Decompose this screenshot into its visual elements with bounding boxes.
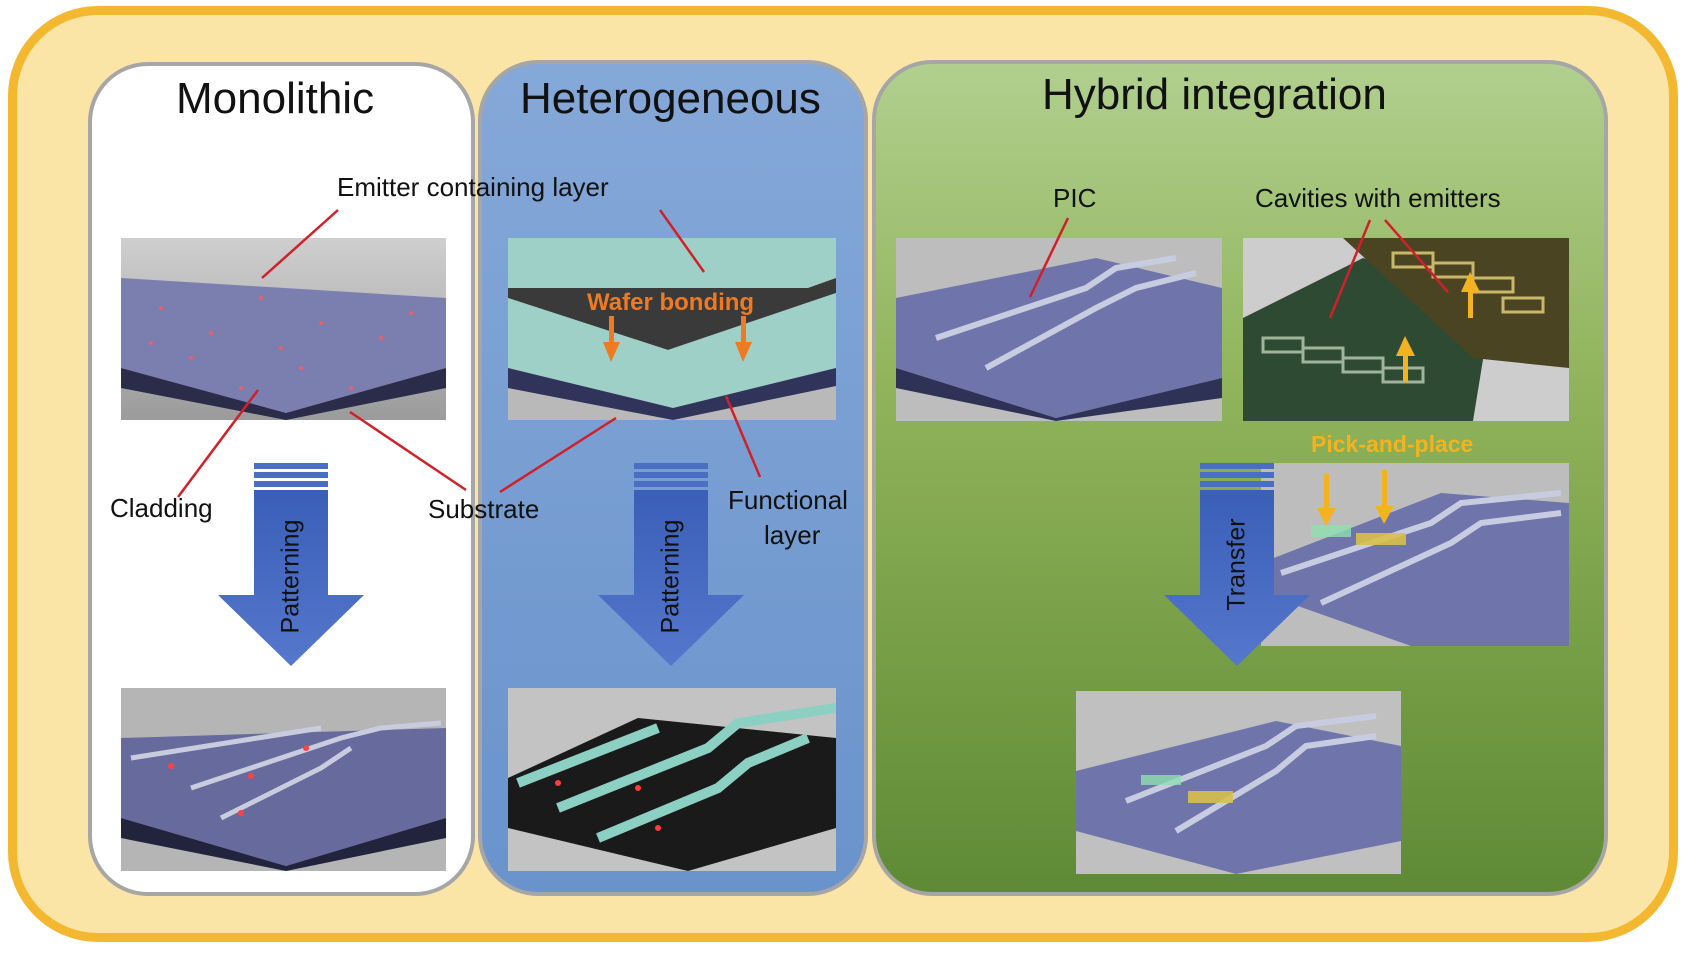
emitter-layer-label: Emitter containing layer xyxy=(337,172,609,202)
hybrid-result-render xyxy=(1076,691,1401,874)
functional-layer-label-line1: Functional xyxy=(728,485,848,515)
hybrid-arrow-label: Transfer xyxy=(1222,518,1251,611)
cavities-label: Cavities with emitters xyxy=(1255,183,1501,213)
heterogeneous-patterned-render xyxy=(508,688,836,871)
monolithic-title: Monolithic xyxy=(176,74,375,123)
monolithic-wafer-render xyxy=(121,238,446,420)
pic-render xyxy=(896,238,1222,421)
functional-layer-label-line2: layer xyxy=(764,520,821,550)
pick-and-place-label: Pick-and-place xyxy=(1311,431,1474,457)
pic-label: PIC xyxy=(1053,183,1097,213)
cladding-label: Cladding xyxy=(110,493,213,523)
monolithic-arrow-label: Patterning xyxy=(276,519,305,634)
transfer-render xyxy=(1261,463,1569,646)
substrate-label: Substrate xyxy=(428,494,540,524)
heterogeneous-wafer-render xyxy=(508,238,836,420)
heterogeneous-arrow-label: Patterning xyxy=(656,519,685,634)
cavities-render xyxy=(1243,238,1569,421)
wafer-bonding-label: Wafer bonding xyxy=(587,289,755,316)
hybrid-title: Hybrid integration xyxy=(1042,70,1387,119)
monolithic-patterned-render xyxy=(121,688,446,871)
heterogeneous-title: Heterogeneous xyxy=(520,74,821,123)
